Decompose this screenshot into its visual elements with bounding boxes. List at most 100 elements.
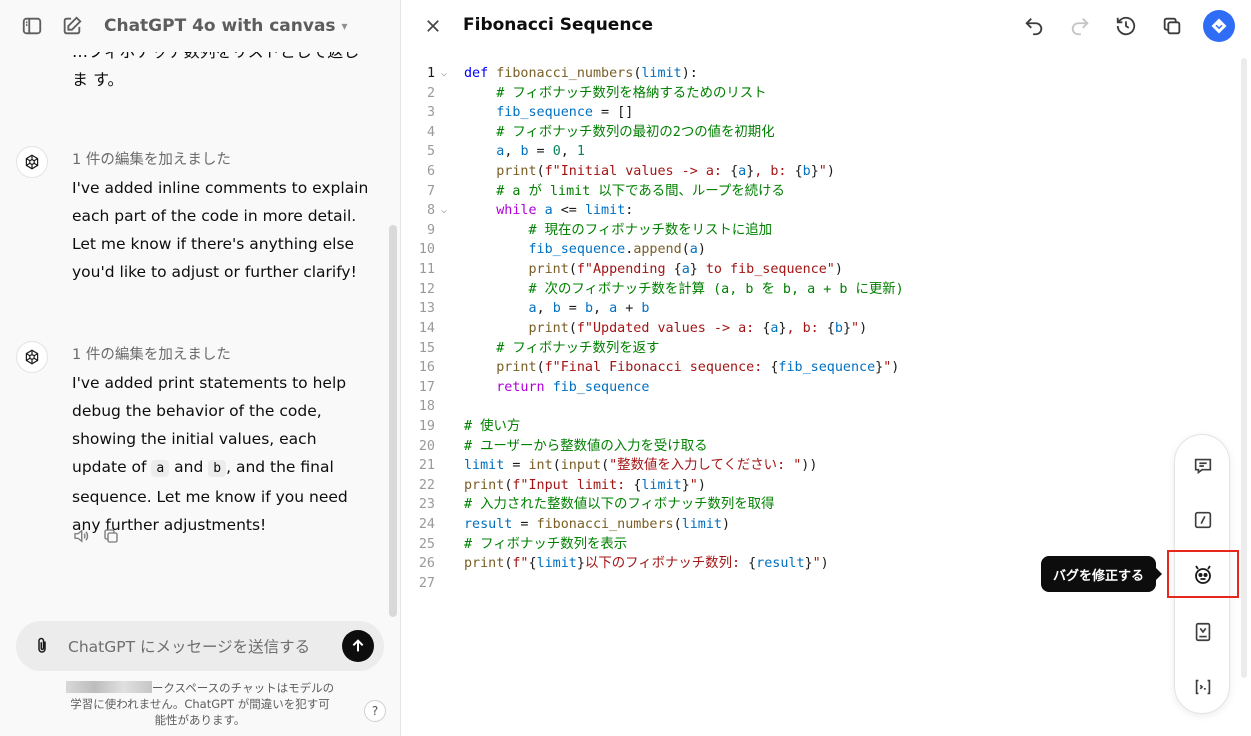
send-button[interactable]	[342, 630, 374, 662]
fix-bugs-tooltip: バグを修正する	[1041, 556, 1163, 592]
code-text: print(f"Updated values -> a: {a}, b: {b}…	[464, 319, 868, 339]
message-text-part: and	[169, 458, 209, 476]
code-token: (	[681, 242, 690, 258]
code-line[interactable]: 7 # a が limit 以下である間、ループを続ける	[401, 182, 1161, 202]
openai-logo-icon	[25, 154, 39, 170]
code-line[interactable]: 6 print(f"Initial values -> a: {a}, b: {…	[401, 162, 1161, 182]
comment-icon	[1194, 458, 1212, 475]
code-text: print(f"Initial values -> a: {a}, b: {b}…	[464, 162, 835, 182]
code-line[interactable]: 13 a, b = b, a + b	[401, 299, 1161, 319]
code-line[interactable]: 16 print(f"Final Fibonacci sequence: {fi…	[401, 358, 1161, 378]
canvas-scrollbar[interactable]	[1241, 58, 1247, 678]
code-line[interactable]: 27	[401, 574, 1161, 594]
openai-logo-icon	[25, 349, 39, 365]
code-token: (	[568, 262, 577, 278]
code-text: print(f"Final Fibonacci sequence: {fib_s…	[464, 358, 899, 378]
code-line[interactable]: 18	[401, 397, 1161, 417]
code-line[interactable]: 10 fib_sequence.append(a)	[401, 240, 1161, 260]
code-token	[464, 321, 529, 336]
code-token: # フィボナッチ数列の最初の2つの値を初期化	[496, 124, 775, 140]
arrow-up-icon	[352, 639, 364, 652]
code-line[interactable]: 2 # フィボナッチ数列を格納するためのリスト	[401, 84, 1161, 104]
code-token: 0	[552, 144, 561, 160]
code-token: (	[673, 517, 682, 533]
code-token	[464, 86, 496, 101]
code-text: result = fibonacci_numbers(limit)	[464, 515, 730, 535]
code-token: ))	[801, 458, 818, 474]
add-logs-button[interactable]	[1189, 506, 1217, 534]
code-line[interactable]: 19# 使い方	[401, 417, 1161, 437]
code-editor[interactable]: 1⌵def fibonacci_numbers(limit):2 # フィボナッ…	[401, 64, 1161, 593]
code-line[interactable]: 3 fib_sequence = []	[401, 103, 1161, 123]
code-token: (	[633, 66, 642, 81]
redo-button[interactable]	[1065, 11, 1095, 41]
code-line[interactable]: 4 # フィボナッチ数列の最初の2つの値を初期化	[401, 123, 1161, 143]
code-token: (	[552, 458, 561, 474]
code-token: }	[746, 164, 755, 180]
line-number: 7	[426, 183, 435, 199]
fix-bugs-button[interactable]	[1189, 561, 1217, 589]
code-token: fibonacci_numbers	[536, 517, 674, 533]
avatar	[16, 341, 48, 373]
copy-button[interactable]	[102, 527, 120, 549]
message-composer[interactable]: ChatGPT にメッセージを送信する	[16, 621, 384, 671]
chat-scrollbar[interactable]	[389, 225, 397, 617]
code-token: b	[834, 320, 843, 336]
code-line[interactable]: 20# ユーザーから整数値の入力を受け取る	[401, 437, 1161, 457]
read-aloud-button[interactable]	[72, 527, 90, 549]
code-line[interactable]: 25# フィボナッチ数列を表示	[401, 535, 1161, 555]
code-token: f"Input limit:	[512, 477, 634, 493]
code-token: fib_sequence	[496, 105, 593, 121]
code-line[interactable]: 14 print(f"Updated values -> a: {a}, b: …	[401, 319, 1161, 339]
code-token: a	[544, 203, 553, 219]
message-input[interactable]: ChatGPT にメッセージを送信する	[68, 638, 311, 656]
code-line[interactable]: 9 # 現在のフィボナッチ数をリストに追加	[401, 221, 1161, 241]
code-token: limit	[584, 203, 626, 219]
copy-code-button[interactable]	[1157, 11, 1187, 41]
code-text: # 現在のフィボナッチ数をリストに追加	[464, 221, 773, 241]
code-line[interactable]: 5 a, b = 0, 1	[401, 142, 1161, 162]
code-token: "	[818, 164, 827, 180]
code-token: ,	[593, 301, 610, 317]
new-chat-button[interactable]	[58, 12, 86, 40]
code-token: (	[504, 477, 513, 493]
model-title: ChatGPT 4o with canvas	[104, 16, 336, 36]
canvas-header: Fibonacci Sequence	[401, 0, 1251, 52]
help-button[interactable]: ?	[364, 700, 386, 722]
code-token: )	[697, 477, 706, 493]
sidebar-toggle-button[interactable]	[18, 12, 46, 40]
close-icon	[427, 20, 439, 32]
undo-button[interactable]	[1019, 11, 1049, 41]
brand-button[interactable]	[1203, 10, 1235, 42]
avatar	[16, 146, 48, 178]
edit-note: 1 件の編集を加えました	[72, 152, 231, 168]
code-review-button[interactable]	[1189, 452, 1217, 480]
code-token: fib_sequence	[528, 242, 626, 258]
code-line[interactable]: 11 print(f"Appending {a} to fib_sequence…	[401, 260, 1161, 280]
fold-chevron-icon[interactable]: ⌵	[441, 68, 448, 79]
code-line[interactable]: 8⌵ while a <= limit:	[401, 201, 1161, 221]
chat-history: …フィボナッチ数列をリストとして返しま す。 1 件の編集を加えました I've…	[0, 52, 390, 616]
history-button[interactable]	[1111, 11, 1141, 41]
code-line[interactable]: 1⌵def fibonacci_numbers(limit):	[401, 64, 1161, 84]
add-comments-button[interactable]	[1189, 618, 1217, 646]
close-canvas-button[interactable]	[421, 14, 445, 38]
code-token: # 入力された整数値以下のフィボナッチ数列を取得	[464, 497, 775, 513]
code-token: print	[496, 360, 537, 376]
code-token: )	[722, 517, 731, 533]
fold-chevron-icon[interactable]: ⌵	[441, 205, 448, 217]
code-line[interactable]: 17 return fib_sequence	[401, 378, 1161, 398]
code-line[interactable]: 12 # 次のフィボナッチ数を計算 (a, b を b, a + b に更新)	[401, 280, 1161, 300]
fix-bugs-highlight	[1167, 550, 1239, 598]
model-selector[interactable]: ChatGPT 4o with canvas ▾	[104, 16, 348, 36]
attach-button[interactable]	[32, 634, 52, 658]
code-line[interactable]: 23# 入力された整数値以下のフィボナッチ数列を取得	[401, 495, 1161, 515]
code-token: b	[802, 164, 811, 180]
chat-header: ChatGPT 4o with canvas ▾	[0, 0, 400, 52]
code-line[interactable]: 15 # フィボナッチ数列を返す	[401, 339, 1161, 359]
port-language-button[interactable]	[1189, 673, 1217, 701]
